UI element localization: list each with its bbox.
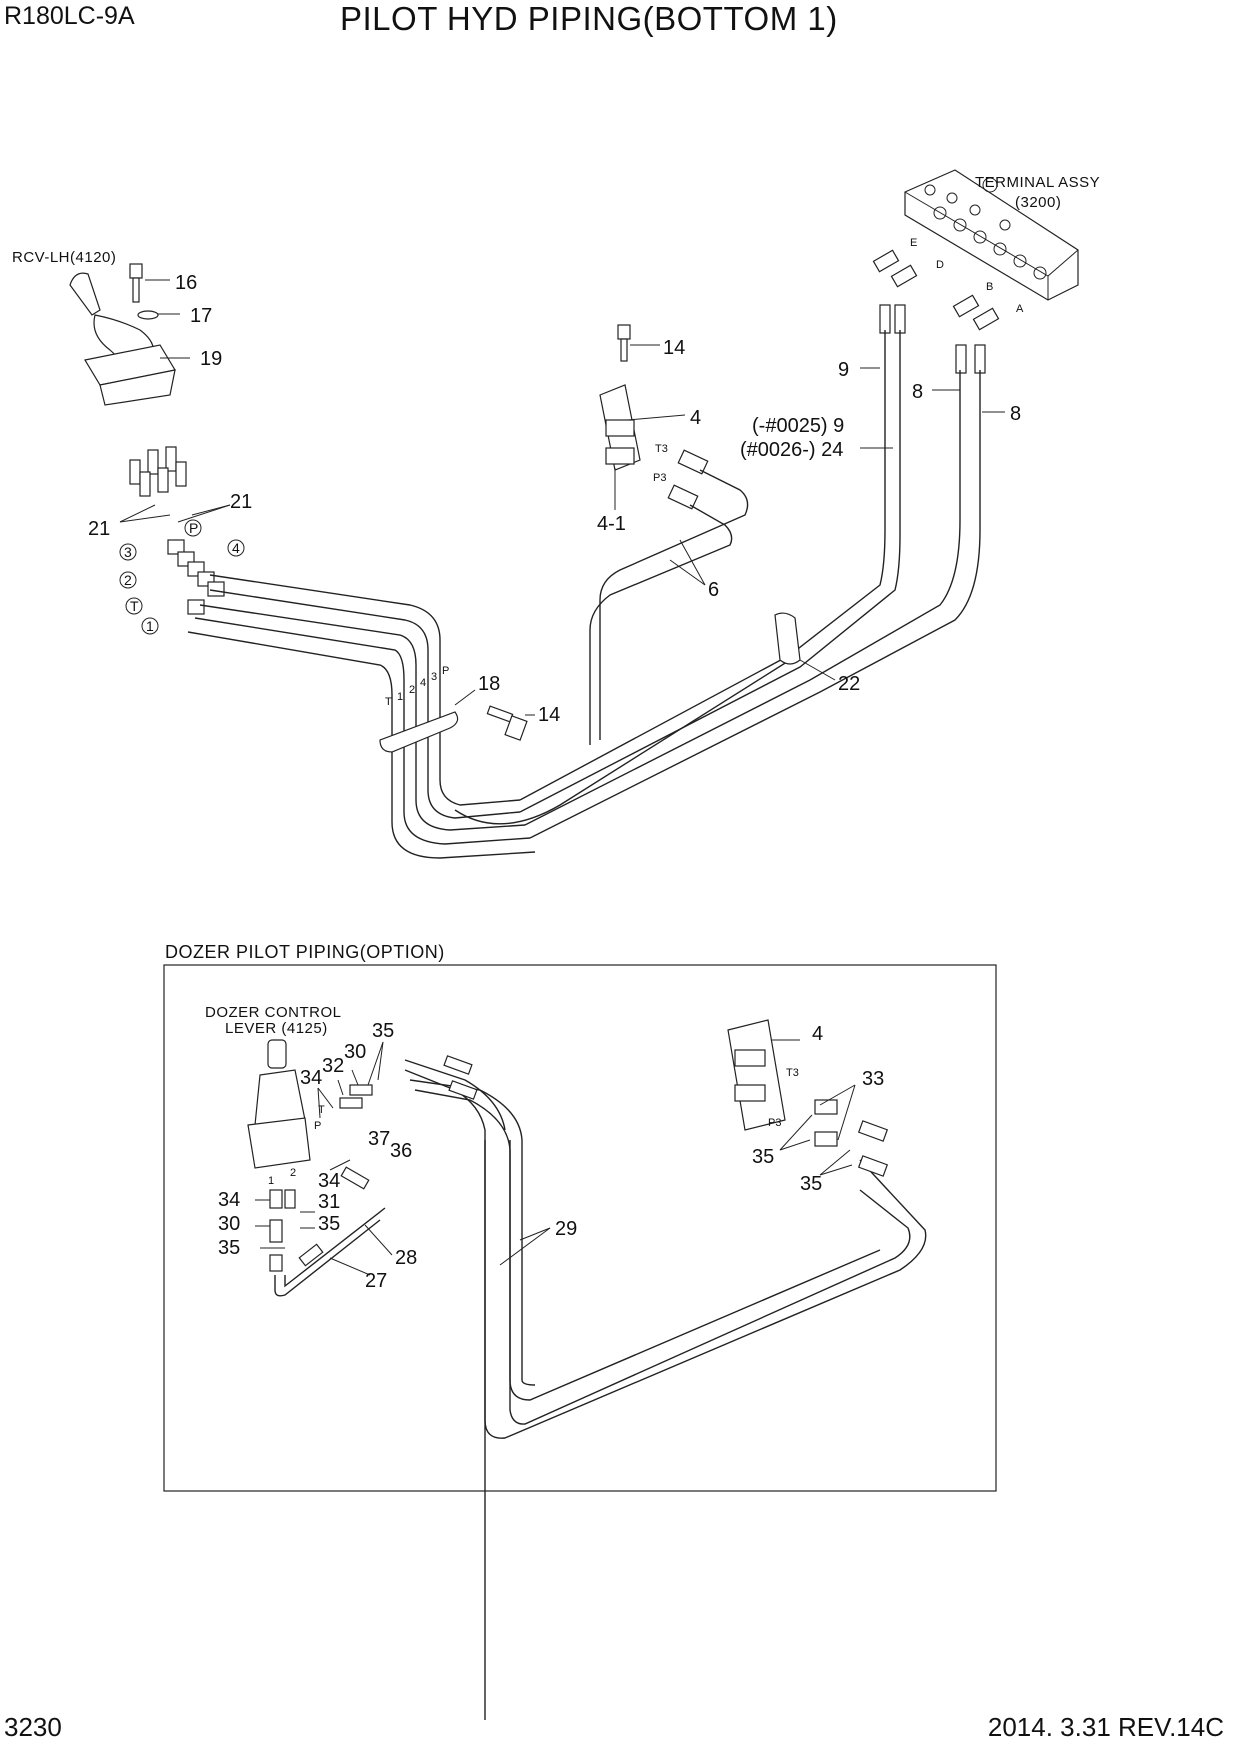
- dozer-callout-31: 31: [318, 1191, 340, 1213]
- callout-4-top: 4: [690, 407, 701, 429]
- terminal-lines: [519, 330, 981, 839]
- dozer-control-lever: [247, 1039, 311, 1169]
- dozer-bracket-4: [727, 1019, 889, 1177]
- dozer-callout-30-left: 30: [218, 1213, 240, 1235]
- serial-note-9: (-#0025) 9: [752, 415, 844, 437]
- port-tag-p3: P3: [653, 472, 666, 484]
- hose-tag-3: 3: [431, 671, 437, 683]
- circle-tag-1: 1: [146, 618, 154, 634]
- model-name: R180LC-9A: [4, 2, 135, 30]
- dozer-callout-28: 28: [395, 1247, 417, 1269]
- page-number: 3230: [4, 1712, 62, 1742]
- port-letter-e: E: [910, 237, 917, 249]
- circled-port-markers: [119, 519, 245, 635]
- hose-tag-4: 4: [420, 677, 426, 689]
- callout-14-top: 14: [663, 337, 685, 359]
- rcv-fittings: [129, 446, 225, 615]
- terminal-elbow-fittings: [872, 249, 1000, 374]
- terminal-assy: [904, 169, 1079, 301]
- callout-22: 22: [838, 673, 860, 695]
- top-leader-lines: [119, 279, 1005, 716]
- dozer-lever-label-2: LEVER (4125): [225, 1020, 328, 1037]
- hoses-27-28: [274, 1207, 386, 1297]
- bolt-16: [129, 263, 143, 303]
- main-hose-bundle: [187, 574, 791, 859]
- clamp-18: [379, 711, 459, 753]
- dozer-callout-35-top: 35: [372, 1020, 394, 1042]
- port-letter-b: B: [986, 281, 993, 293]
- dozer-callout-35-left: 35: [218, 1237, 240, 1259]
- bolt-14-lower: [486, 705, 528, 741]
- hose-tag-2: 2: [409, 684, 415, 696]
- hoses-6: [589, 449, 749, 745]
- dozer-port-t3: T3: [786, 1067, 799, 1079]
- hose-tag-p: P: [442, 665, 449, 677]
- callout-16: 16: [175, 272, 197, 294]
- callout-14-lower: 14: [538, 704, 560, 726]
- dozer-callout-29: 29: [555, 1218, 577, 1240]
- port-letter-a: A: [1016, 303, 1024, 315]
- dozer-callout-33: 33: [862, 1068, 884, 1090]
- dozer-port-t: T: [318, 1104, 325, 1116]
- rcv-lh-label: RCV-LH(4120): [12, 249, 116, 266]
- dozer-callout-35-a: 35: [752, 1146, 774, 1168]
- callout-9: 9: [838, 359, 849, 381]
- callout-4-1: 4-1: [597, 513, 626, 535]
- dozer-callout-34-top: 34: [300, 1067, 322, 1089]
- circle-tag-p: P: [189, 520, 198, 536]
- dozer-port-2: 2: [290, 1167, 296, 1179]
- callout-18: 18: [478, 673, 500, 695]
- callout-8-right: 8: [1010, 403, 1021, 425]
- serial-note-24: (#0026-) 24: [740, 439, 843, 461]
- dozer-callout-34-right: 34: [318, 1170, 340, 1192]
- dozer-port-p: P: [314, 1120, 321, 1132]
- circle-tag-t: T: [130, 598, 139, 614]
- port-letter-d: D: [936, 259, 944, 271]
- dozer-section-title: DOZER PILOT PIPING(OPTION): [165, 942, 445, 962]
- dozer-lever-label-1: DOZER CONTROL: [205, 1004, 342, 1021]
- page-title: PILOT HYD PIPING(BOTTOM 1): [340, 0, 838, 37]
- hose-tag-t: T: [385, 696, 392, 708]
- dozer-port-1: 1: [268, 1175, 274, 1187]
- dozer-callout-34-left: 34: [218, 1189, 240, 1211]
- dozer-lever-fittings: [269, 1084, 373, 1272]
- hose-29: [404, 1055, 927, 1720]
- rcv-lh-joystick: [69, 272, 176, 406]
- terminal-assy-ref: (3200): [1015, 194, 1061, 211]
- bracket-4: [599, 324, 641, 471]
- dozer-callout-30-top: 30: [344, 1041, 366, 1063]
- circle-tag-4: 4: [232, 540, 240, 556]
- revision-date: 2014. 3.31 REV.14C: [987, 1712, 1224, 1742]
- circle-tag-2: 2: [124, 572, 132, 588]
- callout-21-left: 21: [88, 518, 110, 540]
- dozer-callout-32: 32: [322, 1055, 344, 1077]
- dozer-callout-36: 36: [390, 1140, 412, 1162]
- dozer-frame: [163, 964, 997, 1492]
- terminal-assy-label: TERMINAL ASSY: [975, 174, 1100, 191]
- dozer-port-p3: P3: [768, 1117, 781, 1129]
- callout-6: 6: [708, 579, 719, 601]
- port-tag-t3: T3: [655, 443, 668, 455]
- dozer-callout-37: 37: [368, 1128, 390, 1150]
- clamp-22: [774, 612, 801, 665]
- callout-17: 17: [190, 305, 212, 327]
- bolt-36: [340, 1166, 370, 1190]
- callout-19: 19: [200, 348, 222, 370]
- callout-21-right: 21: [230, 491, 252, 513]
- dozer-callout-27: 27: [365, 1270, 387, 1292]
- dozer-leader-lines: [255, 1039, 856, 1276]
- callout-8-left: 8: [912, 381, 923, 403]
- dozer-callout-4: 4: [812, 1023, 823, 1045]
- circle-tag-3: 3: [124, 544, 132, 560]
- dozer-callout-35-right: 35: [318, 1213, 340, 1235]
- dozer-callout-35-b: 35: [800, 1173, 822, 1195]
- washer-17: [137, 310, 159, 320]
- hose-tag-1: 1: [397, 691, 403, 703]
